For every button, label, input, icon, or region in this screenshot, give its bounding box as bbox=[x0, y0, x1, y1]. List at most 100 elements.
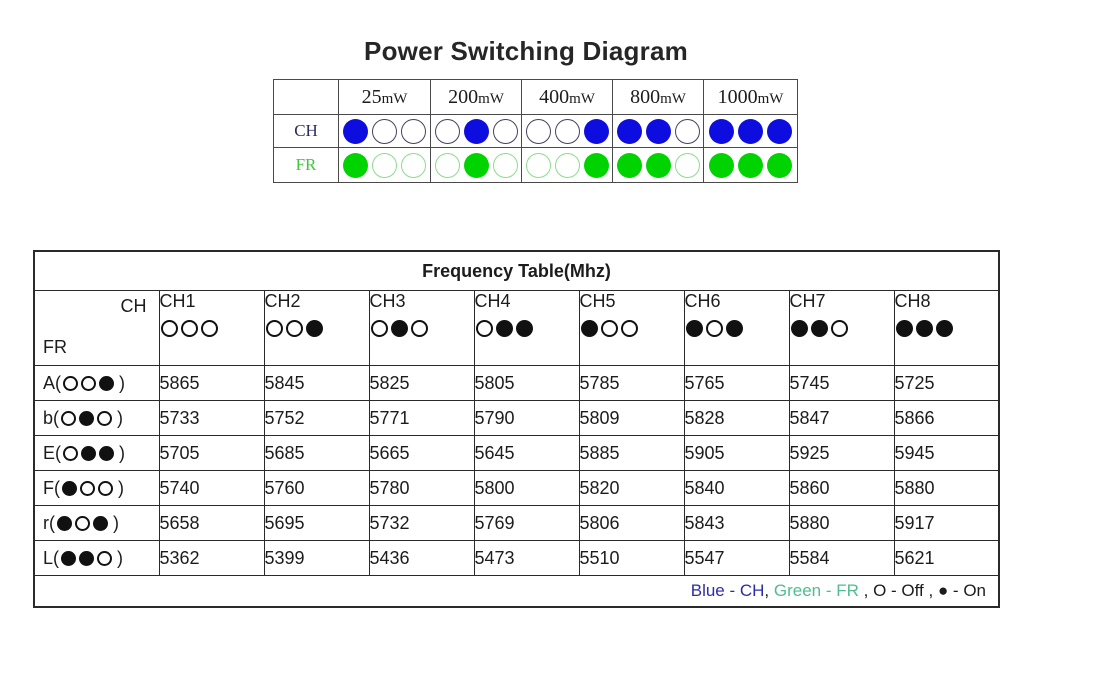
dot-on-icon bbox=[78, 550, 94, 566]
frequency-value-cell: 5905 bbox=[683, 435, 790, 471]
paren-close: ) bbox=[117, 547, 124, 568]
dot-on-icon bbox=[645, 118, 671, 144]
dot-off-icon bbox=[60, 410, 76, 426]
legend-part: Blue - CH bbox=[690, 581, 765, 600]
power-label: 200mW bbox=[448, 86, 504, 108]
power-corner-cell bbox=[273, 79, 339, 115]
frequency-value-cell: 5865 bbox=[158, 365, 265, 401]
dot-pattern bbox=[685, 319, 745, 337]
dot-off-icon bbox=[492, 118, 518, 144]
channel-header: CH3 bbox=[368, 290, 475, 366]
power-dot-cell bbox=[521, 147, 613, 183]
dot-off-icon bbox=[80, 375, 96, 391]
dot-pattern bbox=[341, 152, 428, 178]
frequency-value-cell: 5806 bbox=[578, 505, 685, 541]
row-key: E( bbox=[43, 442, 61, 463]
frequency-value-cell: 5800 bbox=[473, 470, 580, 506]
power-fr-row: FR bbox=[273, 147, 798, 183]
frequency-value-cell: 5825 bbox=[368, 365, 475, 401]
dot-on-icon bbox=[61, 480, 77, 496]
page-title: Power Switching Diagram bbox=[364, 36, 688, 66]
power-dot-cell bbox=[430, 114, 522, 148]
dot-pattern bbox=[524, 152, 611, 178]
dot-pattern bbox=[433, 152, 520, 178]
dot-on-icon bbox=[343, 118, 368, 144]
row-key: L( bbox=[43, 547, 60, 568]
dot-off-icon bbox=[525, 152, 551, 178]
frequency-value-cell: 5785 bbox=[578, 365, 685, 401]
dot-off-icon bbox=[434, 152, 460, 178]
dot-off-icon bbox=[401, 118, 426, 144]
dot-pattern bbox=[341, 118, 428, 144]
power-unit: mW bbox=[381, 90, 408, 107]
paren-close: ) bbox=[113, 512, 119, 533]
power-unit: mW bbox=[757, 90, 784, 107]
dot-pattern bbox=[59, 410, 113, 426]
frequency-value-cell: 5880 bbox=[788, 505, 895, 541]
power-column-header: 800mW bbox=[612, 79, 704, 115]
dot-on-icon bbox=[738, 118, 763, 144]
dot-on-icon bbox=[726, 319, 743, 337]
dot-pattern bbox=[895, 319, 955, 337]
dot-on-icon bbox=[709, 152, 734, 178]
frequency-value-cell: 5925 bbox=[788, 435, 895, 471]
frequency-row-label-cell: A() bbox=[33, 365, 160, 401]
frequency-value-cell: 5658 bbox=[158, 505, 265, 541]
dot-off-icon bbox=[97, 480, 113, 496]
dot-on-icon bbox=[92, 515, 108, 531]
frequency-value-cell: 5733 bbox=[158, 400, 265, 436]
dot-off-icon bbox=[411, 319, 428, 337]
dot-on-icon bbox=[936, 319, 953, 337]
legend-part: , O - Off , ● - On bbox=[858, 581, 986, 600]
dot-pattern bbox=[615, 118, 702, 144]
power-fr-label: FR bbox=[273, 147, 339, 183]
dot-pattern bbox=[370, 319, 430, 337]
dot-on-icon bbox=[496, 319, 513, 337]
channel-header: CH7 bbox=[788, 290, 895, 366]
frequency-value-cell: 5880 bbox=[893, 470, 1000, 506]
power-value: 400 bbox=[539, 85, 570, 108]
frequency-row-label: E() bbox=[35, 443, 159, 464]
frequency-value-cell: 5510 bbox=[578, 540, 685, 576]
power-dot-cell bbox=[338, 147, 431, 183]
frequency-value-cell: 5665 bbox=[368, 435, 475, 471]
dot-off-icon bbox=[286, 319, 303, 337]
frequency-value-cell: 5745 bbox=[788, 365, 895, 401]
power-value: 1000 bbox=[717, 85, 758, 108]
power-unit: mW bbox=[569, 90, 595, 107]
frequency-row-label-cell: F() bbox=[33, 470, 160, 506]
dot-pattern bbox=[61, 375, 115, 391]
frequency-value-cell: 5705 bbox=[158, 435, 265, 471]
paren-close: ) bbox=[119, 372, 125, 393]
power-label: 800mW bbox=[630, 86, 686, 108]
dot-off-icon bbox=[674, 118, 700, 144]
dot-pattern bbox=[55, 515, 109, 531]
dot-pattern bbox=[59, 550, 113, 566]
dot-pattern bbox=[475, 319, 535, 337]
dot-off-icon bbox=[492, 152, 518, 178]
channel-name: CH4 bbox=[474, 291, 511, 311]
row-key: b( bbox=[43, 407, 60, 428]
frequency-value-cell: 5809 bbox=[578, 400, 685, 436]
channel-name: CH2 bbox=[264, 291, 301, 311]
frequency-value-cell: 5866 bbox=[893, 400, 1000, 436]
dot-on-icon bbox=[98, 375, 114, 391]
power-dot-cell bbox=[430, 147, 522, 183]
legend-part: Green - FR bbox=[773, 581, 859, 600]
frequency-value-cell: 5847 bbox=[788, 400, 895, 436]
dot-on-icon bbox=[686, 319, 703, 337]
power-label: 1000mW bbox=[718, 86, 784, 108]
dot-on-icon bbox=[80, 445, 96, 461]
paren-close: ) bbox=[118, 477, 124, 498]
power-value: 800 bbox=[630, 85, 661, 108]
dot-on-icon bbox=[916, 319, 933, 337]
legend-part: , bbox=[764, 581, 774, 600]
dot-on-icon bbox=[581, 319, 598, 337]
frequency-row-label-cell: b() bbox=[33, 400, 160, 436]
power-label: 400mW bbox=[539, 86, 595, 108]
